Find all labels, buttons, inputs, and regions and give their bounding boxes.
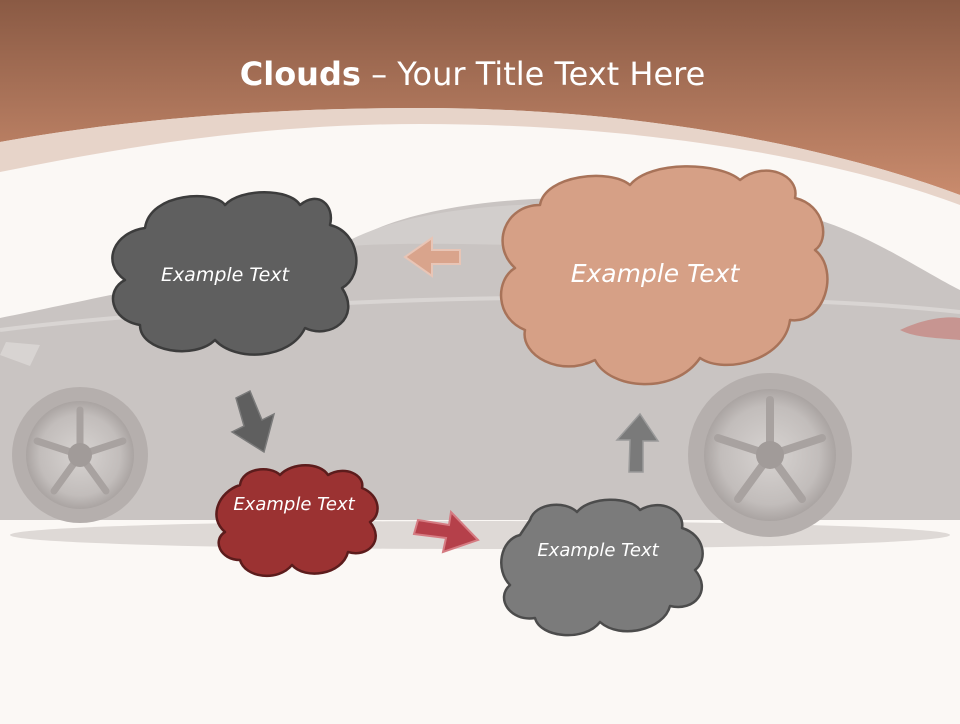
slide-title: Clouds – Your Title Text Here: [0, 52, 945, 96]
cloud-top-right-text: Example Text: [570, 259, 740, 288]
cloud-top-left: [111, 191, 358, 356]
title-separator: –: [360, 55, 398, 93]
cloud-bottom-left-text: Example Text: [233, 494, 355, 515]
header-band: [0, 0, 960, 205]
cloud-bottom-right-text: Example Text: [537, 540, 659, 561]
cloud-top-right: [499, 165, 829, 386]
title-rest: Your Title Text Here: [397, 55, 706, 93]
cloud-top-left-text: Example Text: [160, 264, 290, 286]
arrow-up-icon: [615, 412, 660, 473]
arrow-down-icon: [230, 389, 276, 454]
title-bold-part: Clouds: [239, 55, 361, 93]
arrow-right-icon: [412, 509, 480, 554]
arrow-left-icon: [403, 236, 461, 278]
cloud-bottom-right: [500, 498, 704, 637]
cloud-bottom-left: [215, 464, 379, 578]
